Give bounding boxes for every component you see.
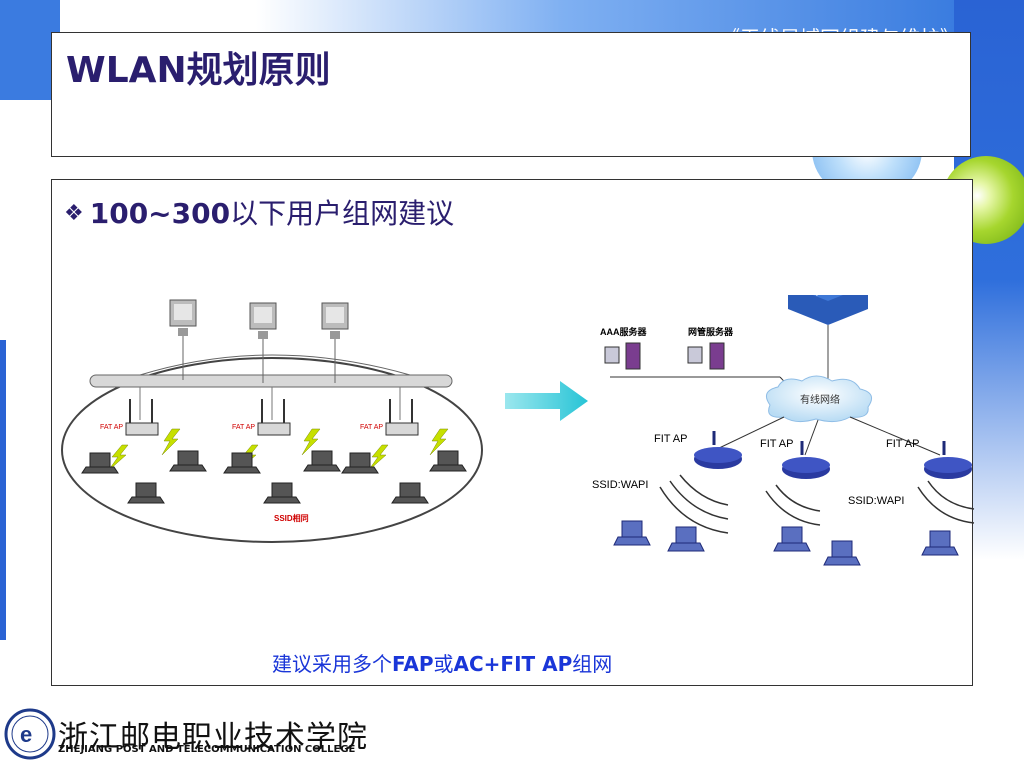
caption-pre: 建议采用多个 bbox=[272, 652, 392, 676]
slide-title: WLAN规划原则 bbox=[66, 50, 331, 91]
aaa-server-icon bbox=[604, 342, 641, 370]
fit-ap-label: FIT AP bbox=[886, 438, 919, 450]
core-switch-icon: ⇄ bbox=[788, 295, 868, 325]
ssid-wapi-label: SSID:WAPI bbox=[592, 479, 648, 491]
desktop-icon bbox=[169, 299, 197, 380]
left-topology: FAT AP FAT AP FAT AP SSID相同 bbox=[61, 299, 483, 543]
left-accent-bar bbox=[0, 340, 6, 640]
desktop-icon bbox=[321, 302, 349, 383]
fit-ap-icon bbox=[694, 431, 742, 469]
svg-text:⇄: ⇄ bbox=[814, 295, 824, 298]
college-name-cn: 浙江邮电职业技术学院 bbox=[58, 720, 368, 755]
network-diagram: FAT AP FAT AP FAT AP SSID相同 bbox=[61, 295, 975, 566]
caption-mid: 或 bbox=[433, 652, 454, 676]
fit-ap-label: FIT AP bbox=[760, 438, 793, 450]
caption: 建议采用多个FAP或AC+FIT AP组网 bbox=[272, 648, 612, 677]
cloud-label: 有线网络 bbox=[800, 393, 840, 406]
laptop-icon bbox=[613, 520, 959, 566]
nms-server-icon bbox=[687, 342, 725, 370]
fit-ap-label: FIT AP bbox=[654, 433, 687, 445]
diamond-bullet-icon: ❖ bbox=[64, 201, 84, 226]
fat-ap-label: FAT AP bbox=[360, 424, 383, 431]
college-name-en: ZHEJIANG POST AND TELECOMMUNICATION COLL… bbox=[58, 744, 356, 755]
fit-ap-icon bbox=[782, 441, 830, 479]
college-logo-icon: e bbox=[4, 708, 56, 760]
aaa-label: AAA服务器 bbox=[600, 326, 647, 337]
backbone-bus bbox=[89, 374, 453, 388]
caption-post: 组网 bbox=[572, 652, 613, 676]
fat-ap-icon bbox=[385, 399, 419, 436]
wave-icon bbox=[659, 474, 975, 534]
laptop-icon bbox=[81, 450, 467, 504]
fat-ap-icon bbox=[257, 399, 291, 436]
fat-ap-label: FAT AP bbox=[100, 424, 123, 431]
bullet-line: ❖100~300以下用户组网建议 bbox=[64, 192, 454, 232]
transition-arrow bbox=[505, 381, 588, 421]
bullet-number: 100~300 bbox=[89, 197, 231, 230]
top-left-band bbox=[0, 0, 60, 100]
coverage-ellipse bbox=[61, 357, 483, 543]
caption-acfit: AC+FIT AP bbox=[453, 652, 573, 676]
backbone-arc bbox=[139, 354, 411, 376]
ssid-wapi-label: SSID:WAPI bbox=[848, 495, 904, 507]
svg-text:e: e bbox=[20, 722, 32, 747]
nms-label: 网管服务器 bbox=[688, 326, 734, 337]
ssid-label: SSID相同 bbox=[274, 513, 309, 523]
caption-fap: FAP bbox=[392, 652, 434, 676]
content-box: ❖100~300以下用户组网建议 建议采用多个FAP或AC+FIT AP组网 bbox=[51, 179, 973, 686]
bullet-text: 以下用户组网建议 bbox=[230, 197, 455, 230]
cloud-icon bbox=[765, 375, 873, 423]
fat-ap-label: FAT AP bbox=[232, 424, 255, 431]
fit-ap-icon bbox=[924, 441, 972, 479]
fat-ap-icon bbox=[125, 399, 159, 436]
right-topology: ⇄ AAA服务器 网管服务器 有线网络 FIT bbox=[592, 295, 975, 566]
title-box: WLAN规划原则 bbox=[51, 32, 971, 157]
desktop-icon bbox=[249, 302, 277, 383]
